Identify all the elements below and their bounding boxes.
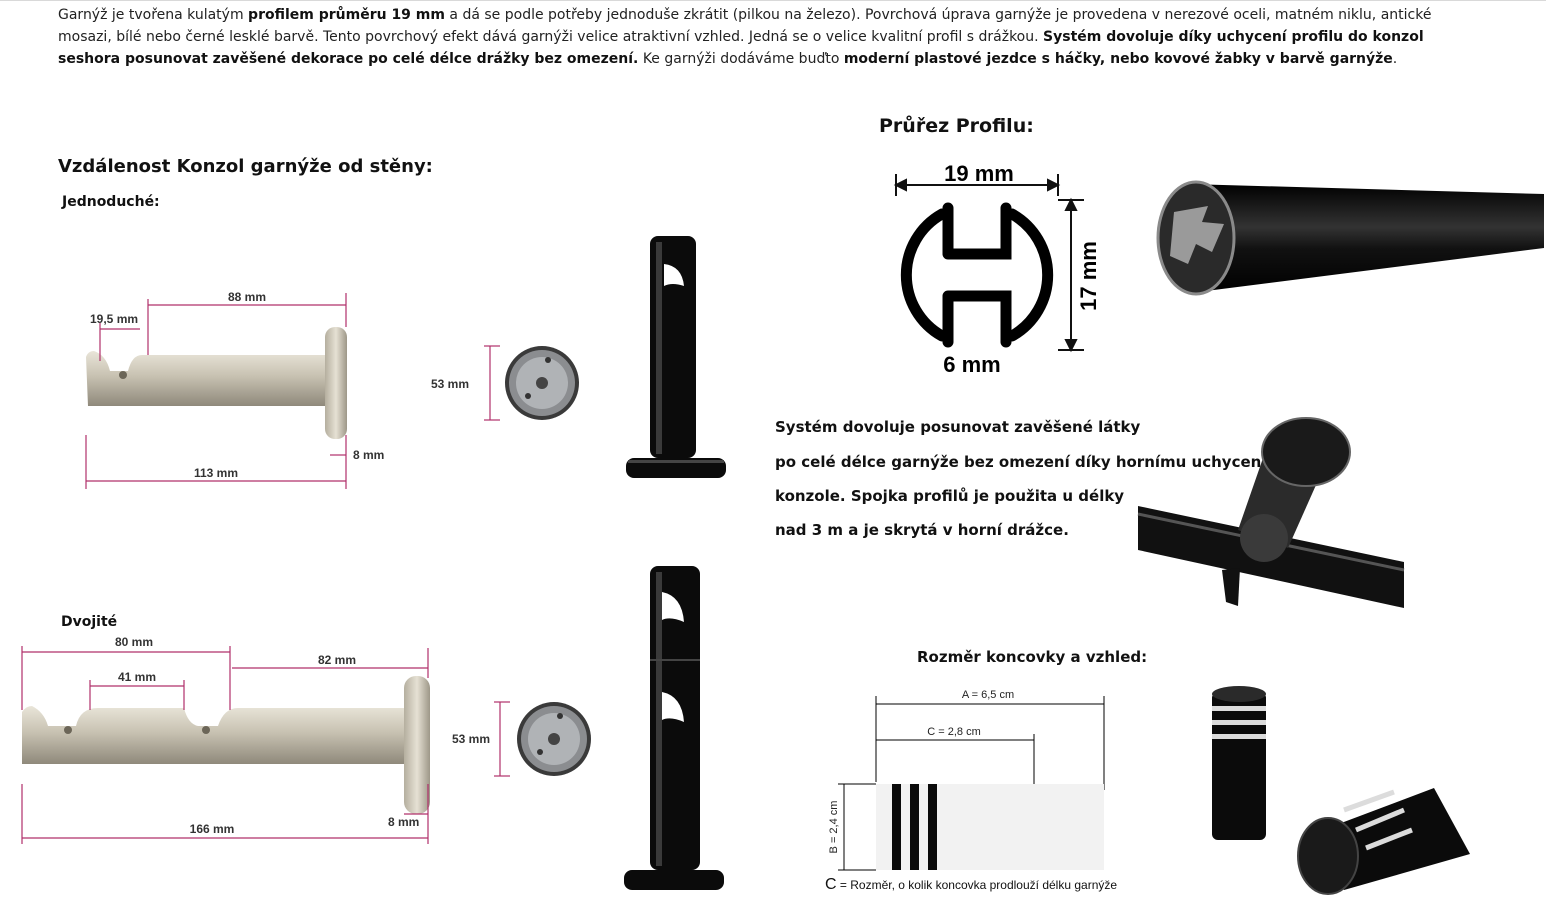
- double-dim-80: 80 mm: [115, 635, 153, 649]
- double-bracket-diagram: 80 mm 41 mm 82 mm 166 mm 8 mm: [21, 635, 430, 844]
- profile-dim-gap: 6 mm: [943, 352, 1000, 377]
- profile-dim-width: 19 mm: [944, 161, 1014, 186]
- bracket-on-rod-image: [1137, 417, 1405, 608]
- endcap-caption: C = Rozměr, o kolik koncovka prodlouží d…: [825, 876, 1117, 894]
- double-dim-82: 82 mm: [318, 653, 356, 667]
- endcap-dim-a: A = 6,5 cm: [962, 689, 1014, 701]
- profile-heading: Průřez Profilu:: [879, 115, 1034, 137]
- single-bracket-diagram: 88 mm 19,5 mm 113 mm 8 mm: [85, 290, 384, 489]
- intro-bold-2: Systém dovoluje díky uchycení profilu do…: [58, 29, 1424, 67]
- intro-text-4: .: [1392, 51, 1398, 67]
- distance-heading: Vzdálenost Konzol garnýže od stěny:: [58, 156, 433, 177]
- double-black-bracket: [624, 566, 724, 890]
- single-dim-53: 53 mm: [431, 377, 469, 391]
- profile-shape: [900, 202, 1054, 348]
- double-heading: Dvojité: [61, 614, 118, 630]
- system-text-line-1: Systém dovoluje posunovat zavěšené látky: [775, 418, 1141, 436]
- single-black-bracket: [626, 236, 726, 478]
- double-dim-8: 8 mm: [388, 815, 419, 829]
- system-text-line-2: po celé délce garnýže bez omezení díky h…: [775, 453, 1267, 471]
- intro-bold-3: moderní plastové jezdce s háčky, nebo ko…: [843, 51, 1393, 67]
- endcap-shape: [876, 784, 1104, 870]
- profile-rod-image: [1156, 180, 1544, 296]
- endcap-heading: Rozměr koncovky a vzhled:: [917, 648, 1148, 666]
- double-rosette-image: [517, 702, 591, 776]
- intro-bold-1: profilem průměru 19 mm: [248, 7, 445, 23]
- single-bracket-image: [86, 327, 347, 439]
- single-rosette-diagram: 53 mm: [431, 345, 579, 421]
- endcap-dim-c: C = 2,8 cm: [927, 726, 981, 738]
- endcap-dim-b: B = 2,4 cm: [828, 801, 840, 854]
- endcap-caption-text: = Rozměr, o kolik koncovka prodlouží dél…: [836, 878, 1118, 892]
- single-heading: Jednoduché:: [62, 194, 160, 210]
- profile-cross-section: 19 mm 6 mm 17 mm: [893, 161, 1101, 377]
- system-text-line-3: konzole. Spojka profilů je použita u dél…: [775, 487, 1125, 505]
- double-dim-41: 41 mm: [118, 670, 156, 684]
- profile-dim-height: 17 mm: [1076, 241, 1101, 311]
- double-rosette-diagram: 53 mm: [452, 701, 591, 777]
- single-dim-113: 113 mm: [194, 466, 238, 480]
- intro-text-1: Garnýž je tvořena kulatým: [58, 7, 249, 23]
- double-bracket-image: [22, 676, 430, 814]
- intro-paragraph: Garnýž je tvořena kulatým profilem průmě…: [58, 4, 1458, 70]
- single-dim-88: 88 mm: [228, 290, 266, 304]
- endcap-photo: [1212, 686, 1470, 895]
- endcap-diagram: A = 6,5 cm C = 2,8 cm B = 2,4 cm: [828, 689, 1105, 871]
- single-dim-19-5: 19,5 mm: [90, 312, 138, 326]
- single-rosette-image: [505, 346, 579, 420]
- top-divider: [0, 0, 1546, 1]
- double-dim-166: 166 mm: [190, 822, 235, 836]
- intro-text-3: Ke garnýži dodáváme buďto: [638, 51, 844, 67]
- system-text-line-4: nad 3 m a je skrytá v horní drážce.: [775, 521, 1069, 539]
- double-dim-53: 53 mm: [452, 732, 490, 746]
- endcap-caption-letter: C: [825, 876, 837, 893]
- single-dim-8: 8 mm: [353, 448, 384, 462]
- intro-text-2: a dá se podle potřeby jednoduše zkrátit …: [58, 7, 1432, 45]
